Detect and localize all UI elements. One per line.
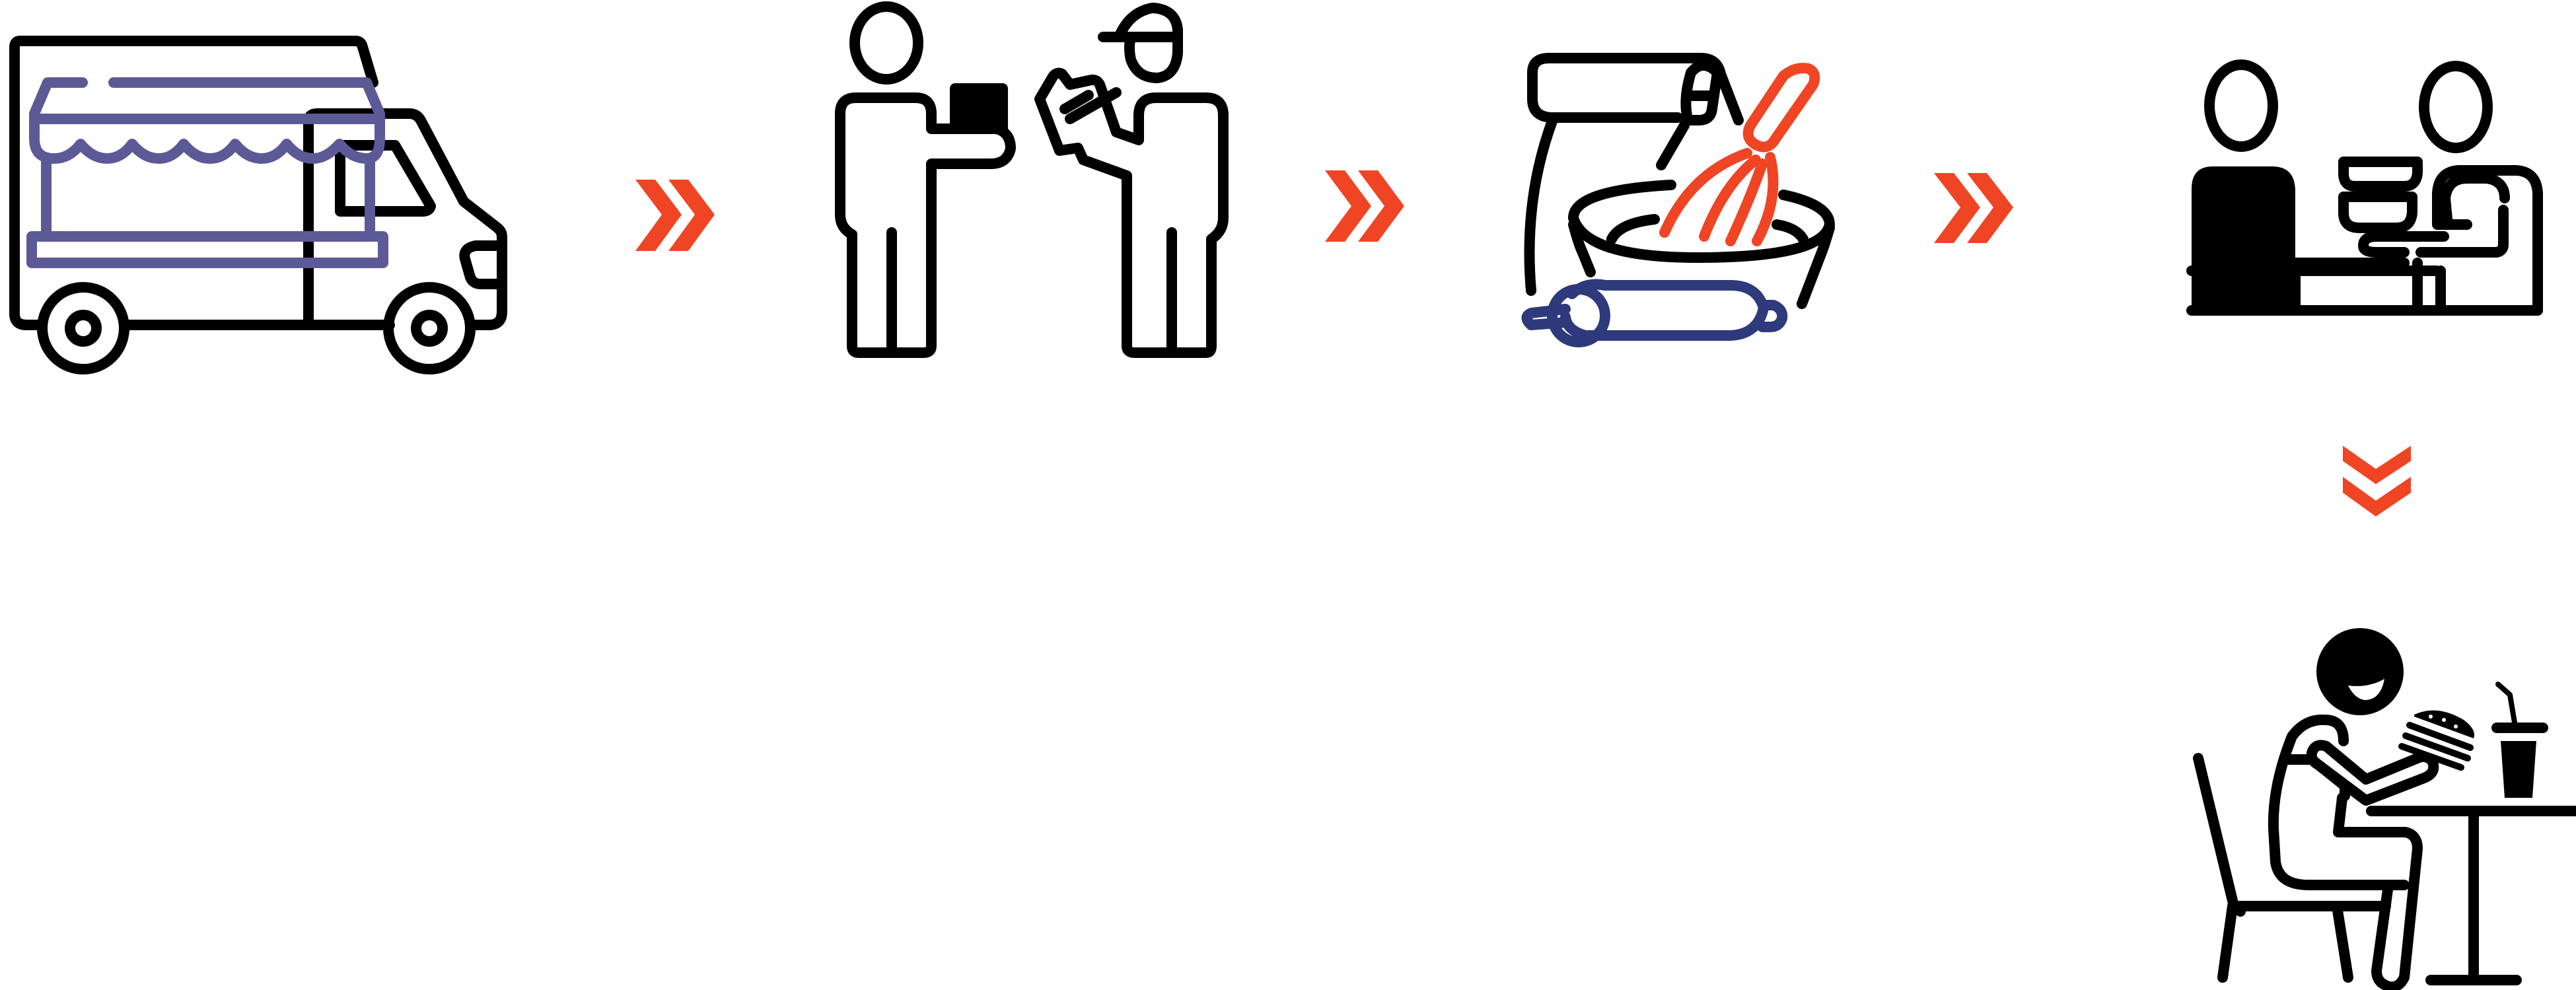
double-chevron-right-icon	[1325, 170, 1404, 242]
drink-cup-icon	[2491, 682, 2548, 798]
serving-counter-icon	[2186, 59, 2543, 316]
double-chevron-right-icon	[1934, 173, 2013, 243]
food-preparation-icon	[1521, 53, 1835, 347]
customer-ordering-icon	[835, 1, 1229, 358]
customer-eating-icon	[2193, 628, 2576, 990]
double-chevron-down-icon	[2343, 446, 2411, 516]
food-truck-icon	[9, 36, 507, 374]
double-chevron-right-icon	[635, 180, 715, 251]
